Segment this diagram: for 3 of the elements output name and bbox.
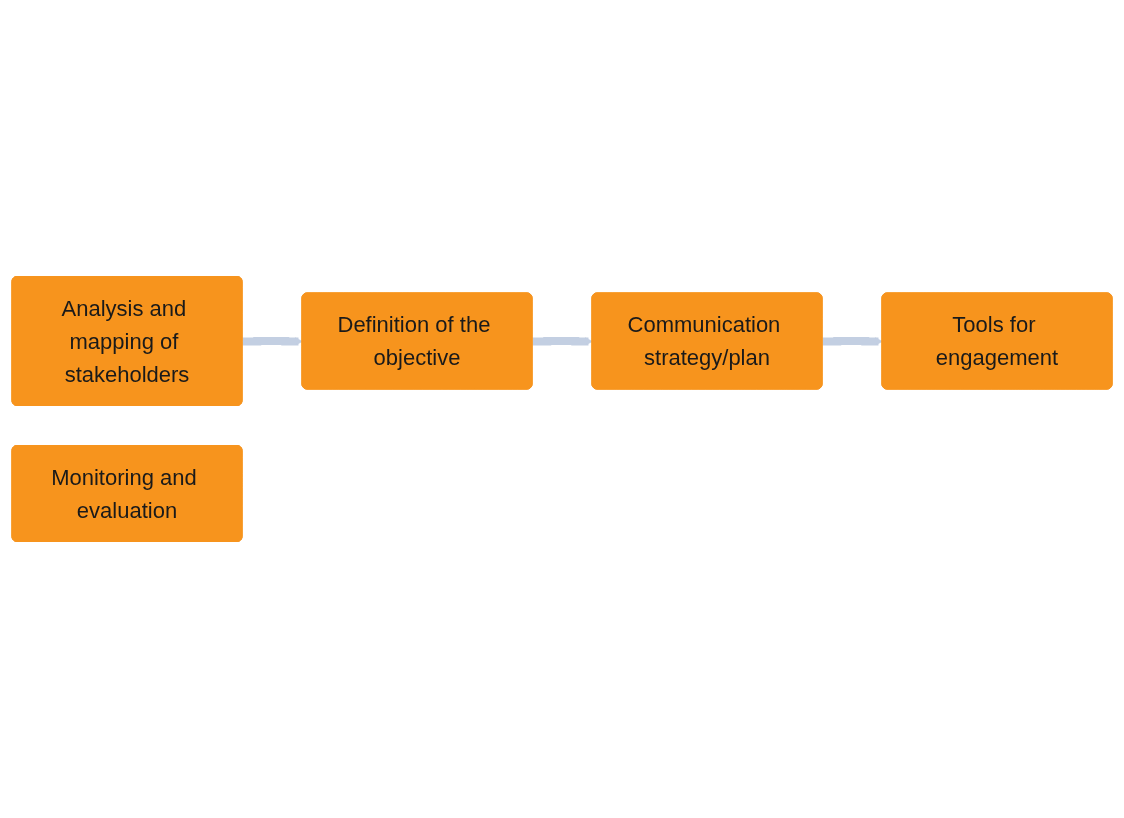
arrow <box>532 337 593 346</box>
arrow <box>822 337 883 346</box>
arrow <box>242 337 303 346</box>
